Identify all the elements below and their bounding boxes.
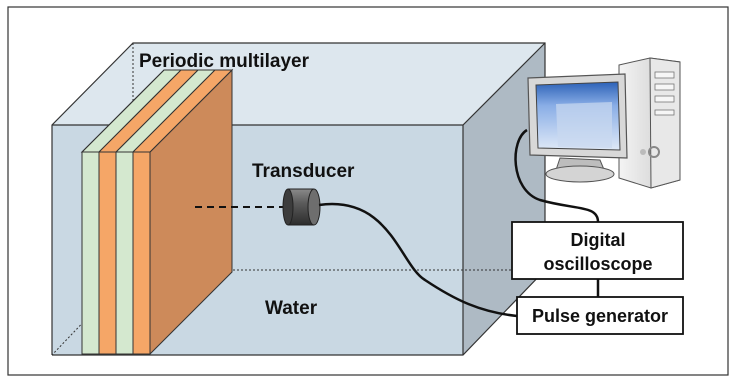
- layer-3: [115, 151, 134, 355]
- multilayer-label: Periodic multilayer: [139, 51, 310, 72]
- computer-icon: [527, 57, 681, 189]
- computer-cable: [514, 128, 600, 223]
- water-label: Water: [265, 298, 318, 319]
- transducer-label: Transducer: [252, 161, 355, 182]
- periodic-multilayer: [80, 68, 234, 356]
- digital-oscilloscope-box: [511, 221, 684, 280]
- oscilloscope-label-line1: Digital: [570, 230, 625, 250]
- pulse-generator-box: [516, 296, 684, 335]
- layer-1: [81, 151, 100, 355]
- pulse-generator-label: Pulse generator: [532, 306, 668, 326]
- transducer-icon: [282, 188, 321, 226]
- tank-hidden-edge-diagonal: [51, 269, 134, 356]
- layer-4: [132, 151, 151, 355]
- layer-2: [98, 151, 117, 355]
- oscilloscope-label-line2: oscilloscope: [543, 254, 652, 274]
- transducer-cable: [318, 202, 518, 318]
